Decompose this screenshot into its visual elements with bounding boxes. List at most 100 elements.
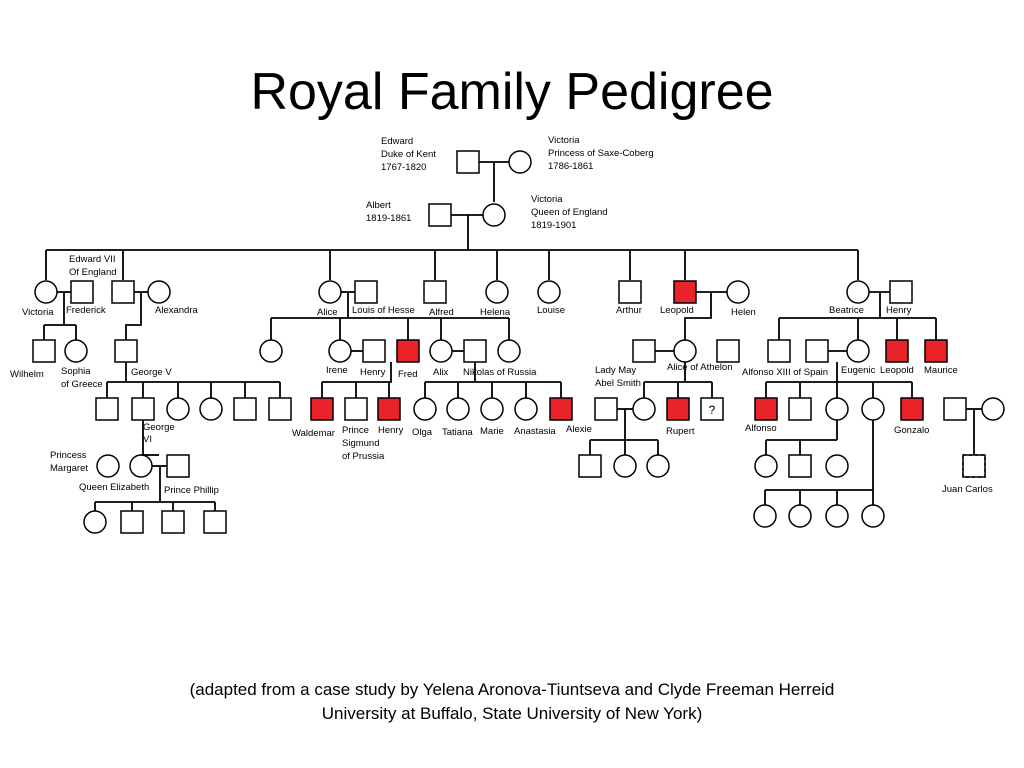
beatrice-child-male — [767, 339, 791, 363]
juan-carlos-male — [962, 454, 986, 478]
gv-child-3-female — [166, 397, 190, 421]
arthur-male — [618, 280, 642, 304]
alice-female — [318, 280, 342, 304]
label-alexandra: Alexandra — [155, 305, 198, 316]
label-alfonso: Alfonso — [745, 423, 777, 434]
edward-vii-male — [111, 280, 135, 304]
wilhelm-male — [32, 339, 56, 363]
label-alfonso_xiii: Alfonso XIII of Spain — [742, 367, 828, 378]
victoria-saxe-female — [508, 150, 532, 174]
alfonso-male — [754, 397, 778, 421]
label-queen_elizabeth: Queen Elizabeth — [79, 482, 149, 493]
alexandra-female — [147, 280, 171, 304]
label-victoria_queen-2: 1819-1901 — [531, 220, 576, 231]
spain-child-2-male — [788, 397, 812, 421]
beatrice-female — [846, 280, 870, 304]
label-alfred: Alfred — [429, 307, 454, 318]
label-edward_kent-1: Duke of Kent — [381, 149, 436, 160]
spain-ggc-4-female — [861, 504, 885, 528]
gv-child-1-male — [95, 397, 119, 421]
athlone-child-male — [700, 397, 724, 421]
label-alix: Alix — [433, 367, 449, 378]
alice-child-female — [259, 339, 283, 363]
label-george_v: George V — [131, 367, 172, 378]
juan-spouse-male — [943, 397, 967, 421]
qe-child-4-male — [203, 510, 227, 534]
leopold-battenberg-male — [885, 339, 909, 363]
spain-child-3-female — [825, 397, 849, 421]
pedigree-line — [684, 292, 712, 340]
alexie-male — [549, 397, 573, 421]
queen-elizabeth-female — [129, 454, 153, 478]
spain-child-4-female — [861, 397, 885, 421]
label-edward_vii-0: Edward VII — [69, 254, 115, 265]
louis-hesse-male — [354, 280, 378, 304]
frederick-male — [70, 280, 94, 304]
alice-spouse-male — [716, 339, 740, 363]
caption-line-1: (adapted from a case study by Yelena Aro… — [189, 680, 835, 699]
label-george_vi-0: George — [143, 422, 175, 433]
label-sophia-1: of Greece — [61, 379, 103, 390]
label-henry_w: Henry — [378, 425, 404, 436]
qe-child-1-female — [83, 510, 107, 534]
george-v-male — [114, 339, 138, 363]
label-anastasia: Anastasia — [514, 426, 556, 437]
label-lady_may-0: Lady May — [595, 365, 636, 376]
label-leopold_b: Leopold — [880, 365, 914, 376]
label-frederick: Frederick — [66, 305, 106, 316]
label-lady_may-1: Abel Smith — [595, 378, 641, 389]
may-child-1-male — [578, 454, 602, 478]
label-victoria_saxe-2: 1786-1861 — [548, 161, 593, 172]
label-albert-1: 1819-1861 — [366, 213, 411, 224]
label-henry_b: Henry — [886, 305, 912, 316]
lady-may-spouse-male — [594, 397, 618, 421]
edward-kent-male — [456, 150, 480, 174]
maurice-male — [924, 339, 948, 363]
label-helen: Helen — [731, 307, 756, 318]
pedigree-individuals — [32, 150, 1005, 534]
may-child-3-female — [646, 454, 670, 478]
princess-margaret-female — [96, 454, 120, 478]
label-louise: Louise — [537, 305, 565, 316]
label-prince_sigmund-0: Prince — [342, 425, 369, 436]
label-edward_kent-2: 1767-1820 — [381, 162, 426, 173]
label-leopold: Leopold — [660, 305, 694, 316]
label-fred: Fred — [398, 369, 418, 380]
label-marie: Marie — [480, 426, 504, 437]
pedigree-lines — [43, 161, 982, 511]
sophia-female — [64, 339, 88, 363]
victoria-princess-royal-female — [34, 280, 58, 304]
gv-child-4-female — [199, 397, 223, 421]
henry-battenberg-male — [889, 280, 913, 304]
helena-female — [485, 280, 509, 304]
label-alice: Alice — [317, 307, 338, 318]
label-edward_vii-1: Of England — [69, 267, 117, 278]
label-princess_margaret-0: Princess — [50, 450, 87, 461]
juan-carlos-dashed-outline — [962, 454, 986, 478]
caption: (adapted from a case study by Yelena Aro… — [0, 678, 1024, 726]
gonzalo-male — [900, 397, 924, 421]
henry-prussia-male — [362, 339, 386, 363]
alexander-athlone-male — [632, 339, 656, 363]
alix-female — [429, 339, 453, 363]
label-beatrice: Beatrice — [829, 305, 864, 316]
spain-ggc-2-female — [788, 504, 812, 528]
qe-child-2-male — [120, 510, 144, 534]
rupert-male — [666, 397, 690, 421]
qe-child-3-male — [161, 510, 185, 534]
label-victoria_saxe-0: Victoria — [548, 135, 580, 146]
label-maurice: Maurice — [924, 365, 958, 376]
henry-prussia-jr-male — [377, 397, 401, 421]
anastasia-female — [514, 397, 538, 421]
olga-female — [413, 397, 437, 421]
label-prince_phillip: Prince Phillip — [164, 485, 219, 496]
label-victoria_saxe-1: Princess of Saxe-Coberg — [548, 148, 654, 159]
pedigree-line — [44, 292, 76, 326]
juan-parent-female — [981, 397, 1005, 421]
label-victoria_queen-1: Queen of England — [531, 207, 608, 218]
label-victoria_queen-0: Victoria — [531, 194, 563, 205]
alfred-male — [423, 280, 447, 304]
label-juan_carlos: Juan Carlos — [942, 484, 993, 495]
